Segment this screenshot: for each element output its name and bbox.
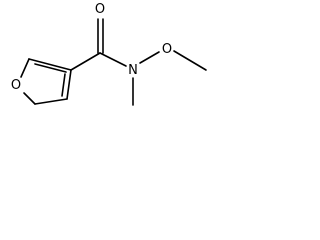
carbonyl-oxygen-label: O (95, 2, 105, 17)
ring-oxygen-label: O (11, 78, 21, 93)
methoxy-oxygen-label: O (162, 42, 172, 57)
chemical-structure-diagram: O O N O (11, 2, 207, 106)
bond-c3-c4 (66, 69, 72, 100)
amide-nitrogen-label: N (128, 63, 138, 78)
bond-o-methyl (173, 50, 207, 71)
bond-c2-c3 (28, 58, 72, 71)
bond-c3-c4-inner (61, 73, 66, 97)
bond-carbonyl-n (99, 52, 127, 67)
bond-n-o (139, 51, 160, 64)
bond-c2-c3-inner (34, 63, 67, 73)
bond-c4-c5 (34, 98, 68, 105)
bond-o1-c2 (20, 58, 30, 78)
bond-c3-carbonyl (70, 52, 101, 71)
bond-c5-o1 (23, 92, 36, 105)
